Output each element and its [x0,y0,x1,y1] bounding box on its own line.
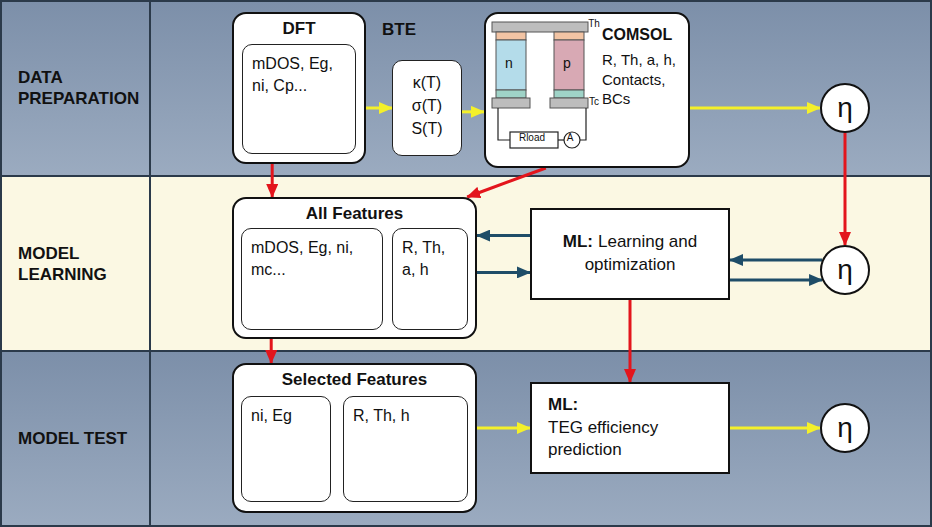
contact [496,90,526,98]
node-text: DATA PREPARATION [18,67,146,110]
output-circle: η [820,83,870,133]
contact [496,32,526,40]
band-divider [0,175,932,177]
band-ground [0,0,932,176]
ml-box: ML:Learning and optimization [530,208,730,300]
node-text: Learning and optimization [585,232,698,274]
output-circle: η [820,403,870,453]
node-heading: ML: [548,394,718,417]
feature-box: R, Th, h [343,396,468,502]
property-box: κ(T) σ(T) S(T) [392,60,462,156]
flow-arrow [730,427,820,430]
part-label: Tc [589,97,599,107]
part-label: n [505,56,513,70]
feature-box: mDOS, Eg, ni, mc... [241,228,383,330]
cold-plate [550,98,588,108]
node-text: R, Th, h [344,397,467,435]
node-heading: ML: [563,232,593,251]
edge-label: BTE [382,20,416,40]
feature-group-box: All Features mDOS, Eg, ni, mc...R, Th, a,… [232,197,477,339]
band: MODEL LEARNING All Features mDOS, Eg, ni, … [0,176,932,351]
ammeter [564,132,580,148]
flow-arrow [467,168,546,197]
node-text: η [837,414,853,442]
column-divider [149,0,151,527]
p-leg [554,40,584,90]
node-text: DFT [234,14,364,39]
node-text: mDOS, Eg, ni, Cp... [243,45,355,104]
simulation-box: COMSOL R, Th, a, h, Contacts, BCs Th n pTcRl… [484,12,690,168]
flow-arrow [629,300,632,382]
band-divider [0,350,932,352]
band-ground [0,176,932,351]
flow-arrow [366,107,392,110]
hot-plate [492,22,588,32]
node-text: All Features [234,199,475,224]
feature-group-box: Selected Features ni, Eg R, Th, h [232,363,477,513]
part-label: Th [588,19,600,29]
text-wrapper: ML:Learning and optimization [532,210,728,298]
flow-arrow [844,133,847,245]
node-text: R, Th, a, h [393,229,467,288]
wire [498,108,510,140]
flow-arrow [730,279,822,282]
flow-arrow [477,427,530,430]
text-wrapper: ML:TEG efficiency prediction [532,384,728,472]
flow-arrow [477,271,530,274]
node-text: MODEL TEST [18,428,146,449]
feature-box: mDOS, Eg, ni, Cp... [242,44,356,154]
node-text: MODEL LEARNING [18,242,146,285]
wire [580,108,586,140]
process-box: DFT mDOS, Eg, ni, Cp... [232,12,366,164]
text-line: ML:Learning and optimization [542,231,718,277]
node-text: mDOS, Eg, ni, mc... [242,229,382,288]
wire [558,139,564,140]
band: DATA PREPARATION DFT mDOS, Eg, ni, Cp... κ(… [0,0,932,176]
node-text: η [837,256,853,284]
node-text: R, Th, a, h, Contacts, BCs [602,50,680,109]
band: MODEL TEST Selected Features ni, Eg R, Th, … [0,351,932,527]
n-leg [496,40,526,90]
cold-plate [492,98,530,108]
part-label: A [567,133,574,143]
flow-arrow [690,107,820,110]
text-line: ML:TEG efficiency prediction [542,394,718,463]
contact [554,90,584,98]
output-circle: η [820,245,870,295]
ml-box: ML:TEG efficiency prediction [530,382,730,474]
contact [554,32,584,40]
feature-box: R, Th, a, h [392,228,468,330]
feature-box: ni, Eg [241,396,331,502]
node-text: κ(T) σ(T) S(T) [402,61,451,149]
part-label: p [563,56,571,70]
load-resistor [510,132,558,148]
part-label: Rload [519,133,545,143]
flow-arrow [477,234,530,237]
node-text: TEG efficiency prediction [548,417,688,463]
node-text: Selected Features [234,365,475,390]
node-heading: COMSOL [602,26,680,44]
node-text: η [837,94,853,122]
flow-arrow [270,339,273,363]
band-ground [0,351,932,527]
flow-arrow [271,164,274,197]
flow-arrow [730,259,822,262]
node-text: ni, Eg [242,397,330,435]
flow-arrow [462,110,484,113]
